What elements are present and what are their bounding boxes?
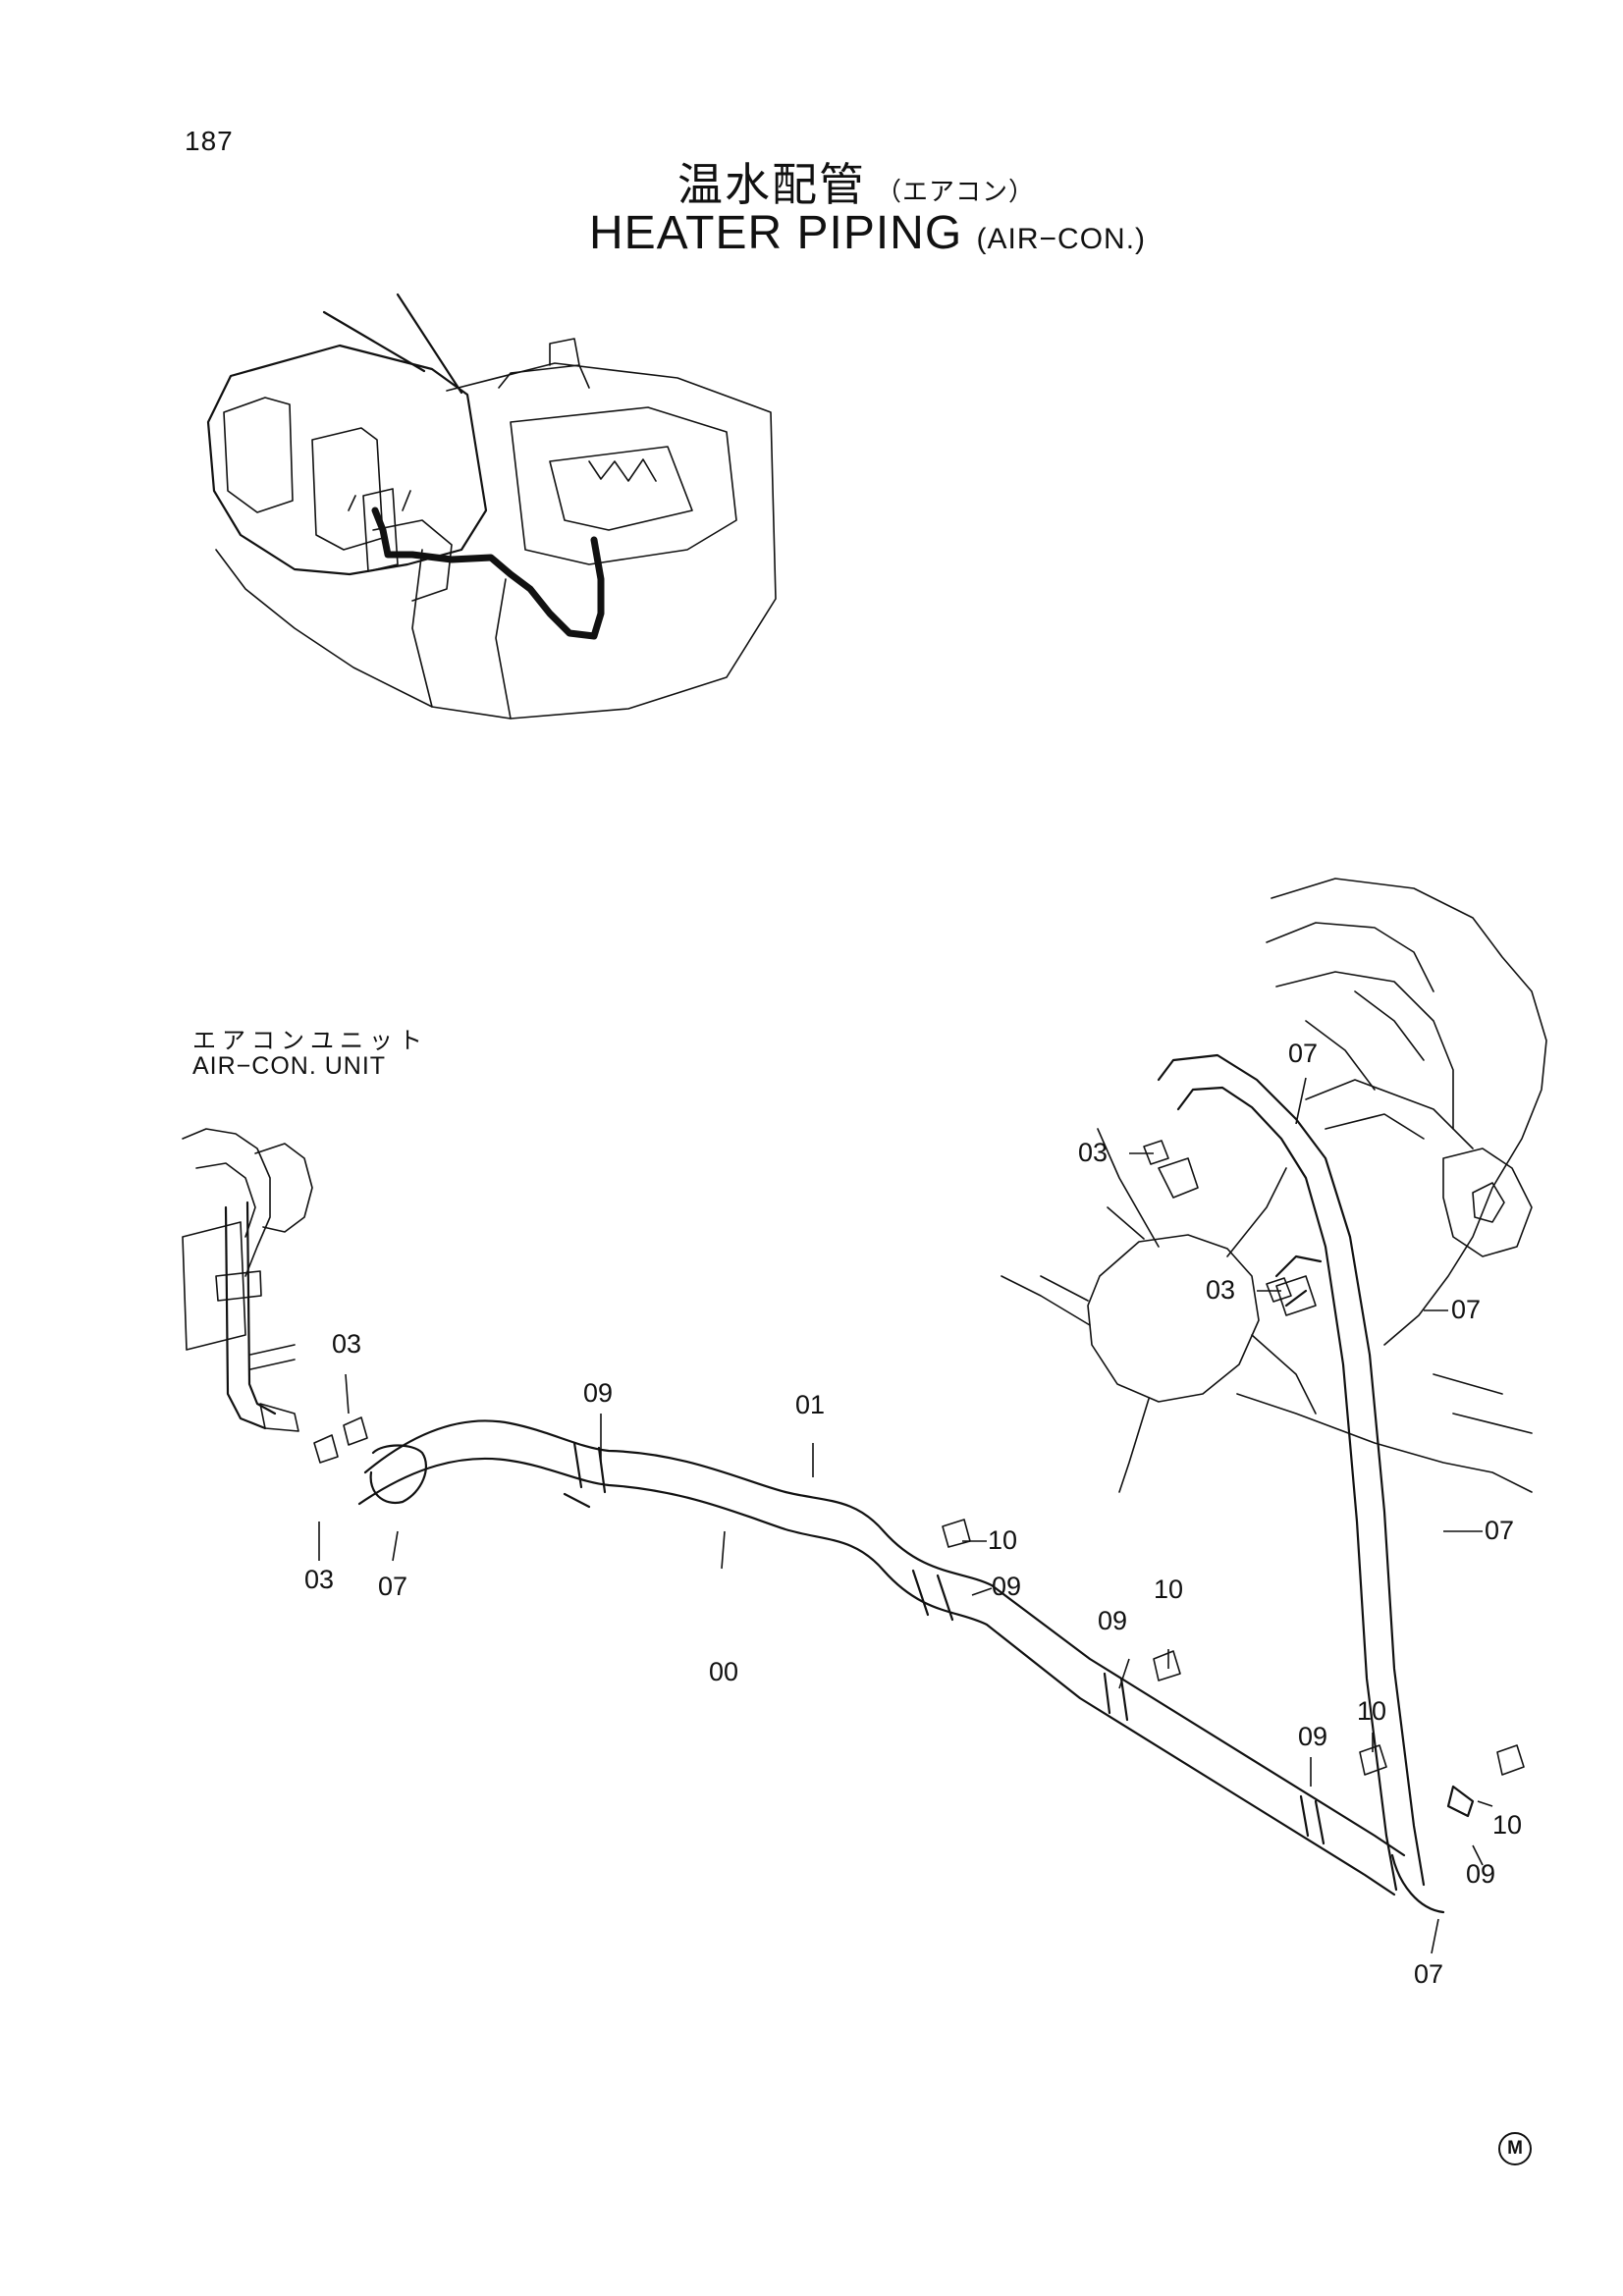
callout-07-bottom: 07: [1414, 1959, 1443, 1989]
title-japanese: 温水配管 （エアコン）: [677, 149, 1035, 214]
heater-hose-run: [357, 1053, 1475, 1914]
callout-07-right-upper: 07: [1451, 1295, 1481, 1324]
title-en-sub: (AIR−CON.): [976, 223, 1147, 255]
footer-m-mark: M: [1498, 2132, 1532, 2165]
callout-09-center: 09: [992, 1572, 1021, 1601]
callout-09-edge: 09: [1466, 1859, 1495, 1889]
excavator-overview: [206, 293, 777, 720]
title-jp-sub: （エアコン）: [876, 178, 1036, 207]
callout-03-unit-lower: 03: [304, 1565, 334, 1594]
aircon-unit-label-jp: エアコンユニット: [192, 1027, 428, 1054]
fastener-icons: [313, 1140, 1525, 1776]
page-number: 187: [185, 126, 234, 156]
callout-03-upper: 03: [1078, 1138, 1108, 1167]
callout-09-left: 09: [583, 1378, 613, 1408]
callout-10-center: 10: [988, 1525, 1017, 1555]
title-english: HEATER PIPING (AIR−CON.): [589, 206, 1146, 260]
leader-lines: [318, 1077, 1493, 1954]
callout-00: 00: [709, 1657, 738, 1686]
aircon-unit-drawing: [182, 1128, 313, 1432]
title-en-main: HEATER PIPING: [589, 207, 963, 259]
callout-labels: 07 03 03 07 07 03 03 07 09 01 10 09 10 0…: [304, 1039, 1522, 1989]
callout-10-far-right: 10: [1357, 1696, 1386, 1726]
callout-07-right-lower: 07: [1485, 1516, 1514, 1545]
engine-assembly: [1001, 878, 1547, 1493]
title-jp-main: 温水配管: [677, 158, 866, 211]
callout-03-unit-upper: 03: [332, 1329, 361, 1359]
callout-01: 01: [795, 1390, 825, 1419]
callout-07-top: 07: [1288, 1039, 1318, 1068]
aircon-unit-label-en: AIR−CON. UNIT: [192, 1052, 387, 1080]
callout-10-edge: 10: [1492, 1810, 1522, 1840]
callout-03-middle: 03: [1206, 1275, 1235, 1305]
callout-07-unit: 07: [378, 1572, 407, 1601]
callout-10-right: 10: [1154, 1575, 1183, 1604]
callout-09-right: 09: [1098, 1606, 1127, 1635]
callout-09-far-right: 09: [1298, 1722, 1327, 1751]
